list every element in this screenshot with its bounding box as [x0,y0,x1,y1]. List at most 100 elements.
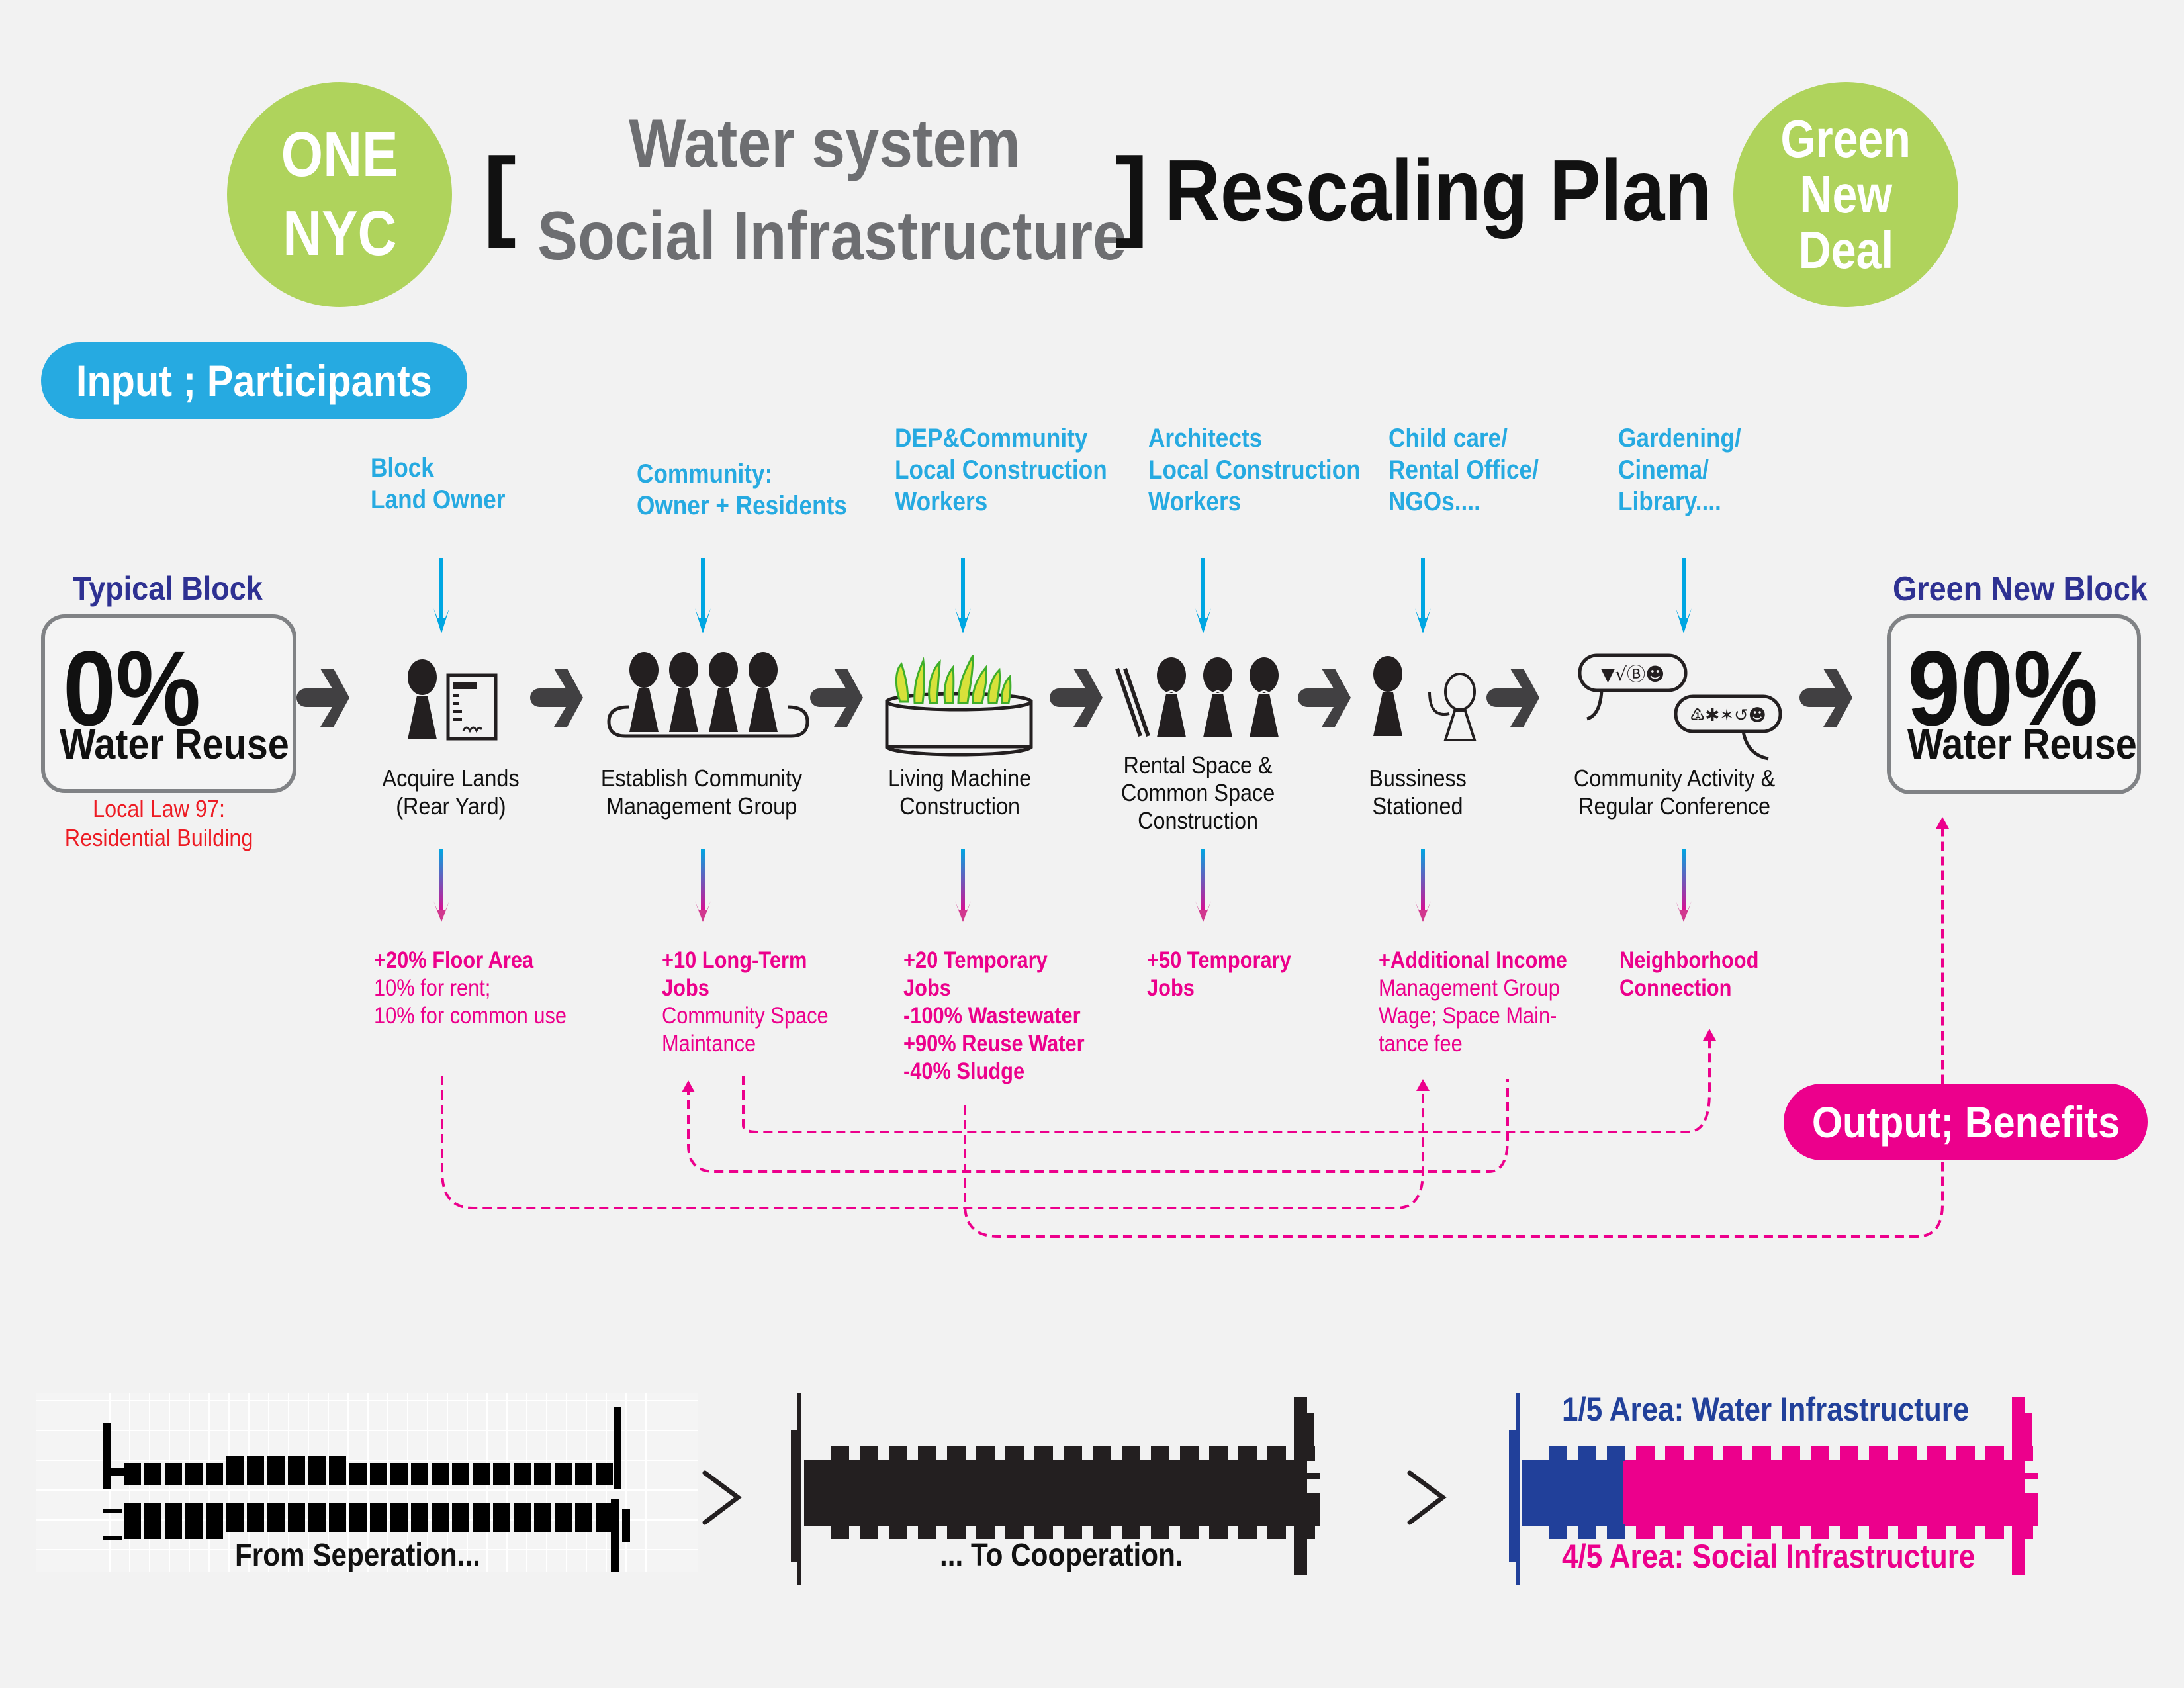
chevron-arrow-icon [530,669,583,727]
lower-lot [432,1503,449,1532]
plan-notch [1694,1446,1713,1461]
upper-lot [534,1463,551,1485]
plan-notch [947,1524,966,1539]
participant-line: Gardening/ [1618,424,1741,453]
lower-lot [596,1503,613,1532]
plan-notch [1267,1446,1286,1461]
connector-jobs-to-neighborhood [687,1079,1509,1173]
lower-lot [124,1503,141,1539]
plan-gridline [36,1549,698,1550]
plan-notch [1840,1524,1858,1539]
participants-step-5: Child care/ Rental Office/ NGOs.... [1388,422,1539,518]
plan-edge [1307,1473,1320,1479]
benefits-step-6: Neighborhood Connection [1619,947,1758,1002]
lower-lot [308,1503,326,1532]
participant-line: Owner + Residents [637,491,847,520]
plan-notch [1723,1524,1742,1539]
upper-lot [288,1456,305,1485]
participant-line: Block [371,453,434,483]
plan-edge [1307,1493,1320,1526]
person-with-contract-icon [408,659,498,741]
plan-notch [1549,1524,1567,1539]
participant-line: DEP&Community [895,424,1088,453]
plan-notch [1752,1446,1771,1461]
speech-bubbles-icon: ▼√Ⓑ☻ ♳✱✶↺☻ [1578,653,1782,761]
green-new-deal-badge: Green New Deal [1733,82,1958,307]
upper-lot [308,1456,326,1485]
step-label-living-machine: Living Machine Construction [860,765,1059,820]
benefit-line: Neighborhood [1619,947,1759,973]
plan-edge [2025,1473,2038,1479]
chevron-right-icon [1407,1470,1447,1525]
upper-lot [329,1456,346,1485]
plan-notch [831,1446,849,1461]
participant-line: NGOs.... [1388,487,1480,516]
benefit-line: tance fee [1379,1031,1463,1056]
plan-notch [1985,1446,2004,1461]
subtitle-social-infrastructure: Social Infrastructure [537,198,1127,275]
plan-gridline [347,1393,349,1572]
plan-notch [831,1524,849,1539]
plan-edge [2025,1493,2038,1526]
output-arrow [1676,849,1692,922]
benefit-line: +20 Temporary [903,947,1048,973]
benefit-line: Jobs [662,975,709,1001]
participants-step-3: DEP&Community Local Construction Workers [895,422,1107,518]
plan-edge [797,1393,801,1585]
plan-notch [1927,1446,1946,1461]
plan-edge [2025,1413,2032,1453]
upper-lot [206,1463,223,1485]
plan-notch [1034,1446,1053,1461]
cooperation-plan-svg [791,1393,1320,1585]
lower-lot [390,1503,408,1532]
plan-notch [1151,1446,1169,1461]
plan-notch [918,1446,936,1461]
plan-edge [1307,1413,1314,1453]
plan-notch [1034,1524,1053,1539]
plan-notch [1869,1446,1888,1461]
plan-notch [976,1446,995,1461]
plan-mass [1056,1460,1307,1526]
upper-lot [473,1463,490,1485]
lower-lot [185,1503,203,1539]
participant-line: Workers [895,487,988,516]
label-line: Construction [899,792,1020,820]
cooperation-plan-diagram [778,1393,1360,1585]
participant-line: Community: [637,459,773,489]
step-label-community-activity: Community Activity & Regular Conference [1549,765,1800,820]
benefit-line: Connection [1619,975,1732,1001]
upper-lot [432,1463,449,1485]
upper-lot [493,1463,510,1485]
output-arrow [1415,849,1431,922]
infrastructure-split-svg [1509,1393,2038,1585]
benefit-connectors [441,821,1944,1238]
plan-mass [1522,1460,1623,1526]
benefit-line: Jobs [903,975,951,1001]
plan-notch [1665,1524,1684,1539]
plan-notch [947,1446,966,1461]
chevron-arrow-icon [1799,669,1852,727]
plan-edge [1294,1397,1307,1575]
lower-lot [267,1503,285,1532]
plan-notch [1723,1446,1742,1461]
output-benefits-pill: Output; Benefits [1784,1084,2148,1160]
plan-gridline [36,1519,698,1521]
lower-lot [575,1503,592,1532]
bubble-symbols: ♳✱✶↺☻ [1690,706,1766,726]
input-arrow [695,558,711,633]
plan-gridline [367,1393,369,1572]
benefit-line: Jobs [1147,975,1195,1001]
infrastructure-split-diagram [1496,1393,2078,1585]
participants-step-2: Community: Owner + Residents [637,458,847,522]
plan-notch [860,1446,878,1461]
plan-notch [1869,1524,1888,1539]
lower-lot [514,1503,531,1532]
plan-notch [1180,1524,1199,1539]
community-group-icon [607,652,809,738]
upper-lot [185,1463,203,1485]
chevron-arrow-icon [1486,669,1539,727]
benefits-step-4: +50 Temporary Jobs [1147,947,1291,1002]
output-arrow [695,849,711,922]
plan-notch [1956,1524,1975,1539]
plan-block [614,1407,621,1489]
